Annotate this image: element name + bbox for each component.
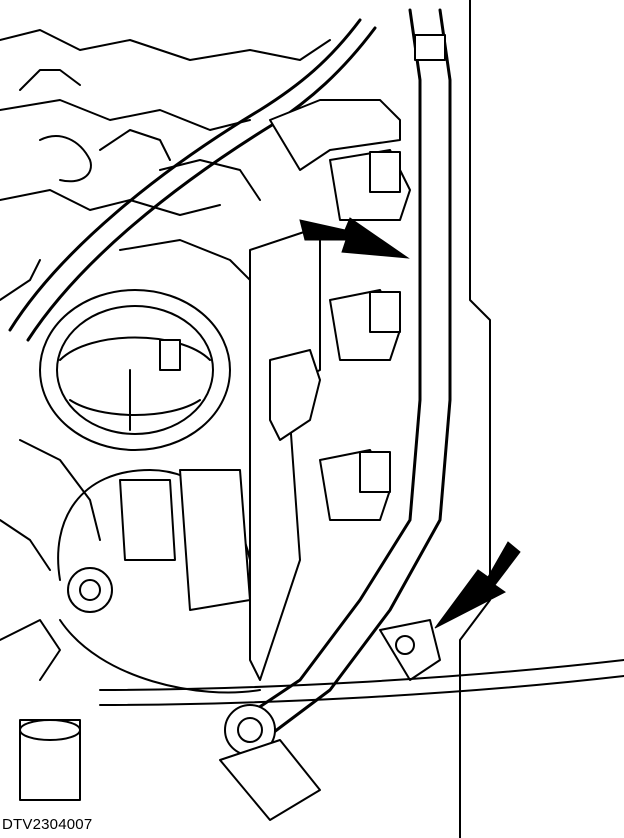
arrow-lower xyxy=(434,541,521,629)
arrow-icon xyxy=(299,217,410,259)
fuel-line-right xyxy=(238,8,452,737)
injector-connector-middle xyxy=(329,289,401,361)
lower-fitting xyxy=(19,704,321,821)
figure-code: DTV2304007 xyxy=(2,816,93,833)
throttle-linkage xyxy=(57,469,261,694)
arrow-upper xyxy=(299,217,410,259)
throttle-body xyxy=(39,289,231,451)
vacuum-hose-upper xyxy=(8,18,377,342)
engine-right-edge xyxy=(379,0,491,838)
injector-connector-lower xyxy=(319,449,391,521)
injector-connector-upper xyxy=(329,149,411,221)
engine-block xyxy=(0,29,331,681)
cable-lower xyxy=(99,659,624,706)
fuel-rail xyxy=(249,99,401,681)
arrow-icon xyxy=(434,541,521,629)
